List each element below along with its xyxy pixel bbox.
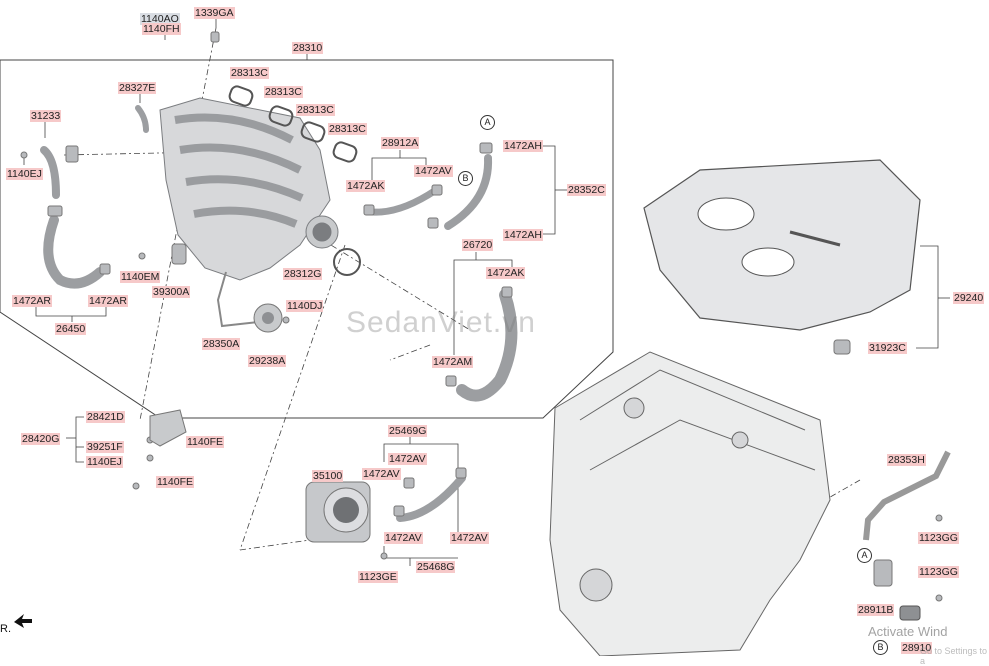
label-1123GE: 1123GE bbox=[358, 571, 398, 583]
label-31233: 31233 bbox=[30, 110, 62, 122]
label-1140EJ-2: 1140EJ bbox=[86, 456, 123, 468]
label-1472AV-2: 1472AV bbox=[388, 453, 427, 465]
label-1339GA: 1339GA bbox=[194, 7, 235, 19]
front-arrow-icon bbox=[14, 614, 32, 628]
label-1472AR-1: 1472AR bbox=[12, 295, 52, 307]
label-1472AH-1: 1472AH bbox=[503, 140, 543, 152]
label-28353H: 28353H bbox=[887, 454, 926, 466]
bracket-28421D bbox=[149, 409, 187, 447]
label-1472AK-1: 1472AK bbox=[346, 180, 386, 192]
label-35100: 35100 bbox=[312, 470, 344, 482]
activate-windows-text: Activate Wind bbox=[868, 624, 948, 639]
label-28420G: 28420G bbox=[21, 433, 61, 445]
label-1472AH-2: 1472AH bbox=[503, 229, 543, 241]
label-1472AV-4: 1472AV bbox=[384, 532, 423, 544]
marker-a-top: A bbox=[480, 115, 495, 130]
gasket-28312G bbox=[333, 248, 361, 276]
label-25468G: 25468G bbox=[416, 561, 456, 573]
label-1472AV-5: 1472AV bbox=[450, 532, 489, 544]
engine-block bbox=[549, 351, 831, 656]
sensor-bracket bbox=[863, 450, 951, 621]
label-1472AV-3: 1472AV bbox=[362, 468, 401, 480]
label-28910: 28910 bbox=[901, 642, 933, 654]
throttle-body bbox=[305, 481, 371, 543]
label-1140EM: 1140EM bbox=[120, 271, 161, 283]
assembly-frame bbox=[0, 59, 614, 419]
label-1472AK-2: 1472AK bbox=[486, 267, 526, 279]
intake-manifold bbox=[159, 97, 339, 281]
label-1472AM: 1472AM bbox=[432, 356, 474, 368]
small-parts bbox=[20, 31, 943, 602]
marker-b-bottom: B bbox=[873, 640, 888, 655]
label-25469G: 25469G bbox=[388, 425, 428, 437]
watermark: SedanViet.vn bbox=[346, 306, 536, 339]
label-28912A: 28912A bbox=[381, 137, 420, 149]
marker-b-top: B bbox=[458, 171, 473, 186]
front-indicator-text: R. bbox=[0, 623, 11, 635]
label-28421D: 28421D bbox=[86, 411, 125, 423]
label-39251F: 39251F bbox=[86, 441, 124, 453]
label-26450: 26450 bbox=[55, 323, 87, 335]
label-31923C: 31923C bbox=[868, 342, 907, 354]
actuator-assembly bbox=[216, 271, 283, 333]
label-1472AR-2: 1472AR bbox=[88, 295, 128, 307]
engine-cover bbox=[643, 159, 921, 355]
label-1123GG-2: 1123GG bbox=[918, 566, 959, 578]
marker-a-bottom: A bbox=[857, 548, 872, 563]
label-29240: 29240 bbox=[953, 292, 985, 304]
label-39300A: 39300A bbox=[152, 286, 191, 298]
label-1140EJ-1: 1140EJ bbox=[6, 168, 43, 180]
hoses bbox=[40, 105, 518, 522]
label-1123GG-1: 1123GG bbox=[918, 532, 959, 544]
label-1140DJ: 1140DJ bbox=[286, 300, 324, 312]
label-1472AV-1: 1472AV bbox=[414, 165, 453, 177]
label-1140AO: 1140AO bbox=[140, 13, 180, 25]
label-28313C-2: 28313C bbox=[264, 86, 303, 98]
label-1140FE-2: 1140FE bbox=[156, 476, 194, 488]
label-28310: 28310 bbox=[292, 42, 324, 54]
label-29238A: 29238A bbox=[248, 355, 287, 367]
label-28312G: 28312G bbox=[283, 268, 323, 280]
label-28352C: 28352C bbox=[567, 184, 606, 196]
activate-windows-subtext: Go to Settings to a bbox=[920, 646, 988, 666]
label-1140FH: 1140FH bbox=[142, 23, 181, 35]
label-28313C-1: 28313C bbox=[230, 67, 269, 79]
label-28350A: 28350A bbox=[202, 338, 241, 350]
gaskets bbox=[228, 85, 358, 163]
label-28911B: 28911B bbox=[857, 604, 895, 616]
label-28313C-4: 28313C bbox=[328, 123, 367, 135]
label-1140FE-1: 1140FE bbox=[186, 436, 224, 448]
label-28313C-3: 28313C bbox=[296, 104, 335, 116]
label-26720: 26720 bbox=[462, 239, 494, 251]
label-28327E: 28327E bbox=[118, 82, 157, 94]
